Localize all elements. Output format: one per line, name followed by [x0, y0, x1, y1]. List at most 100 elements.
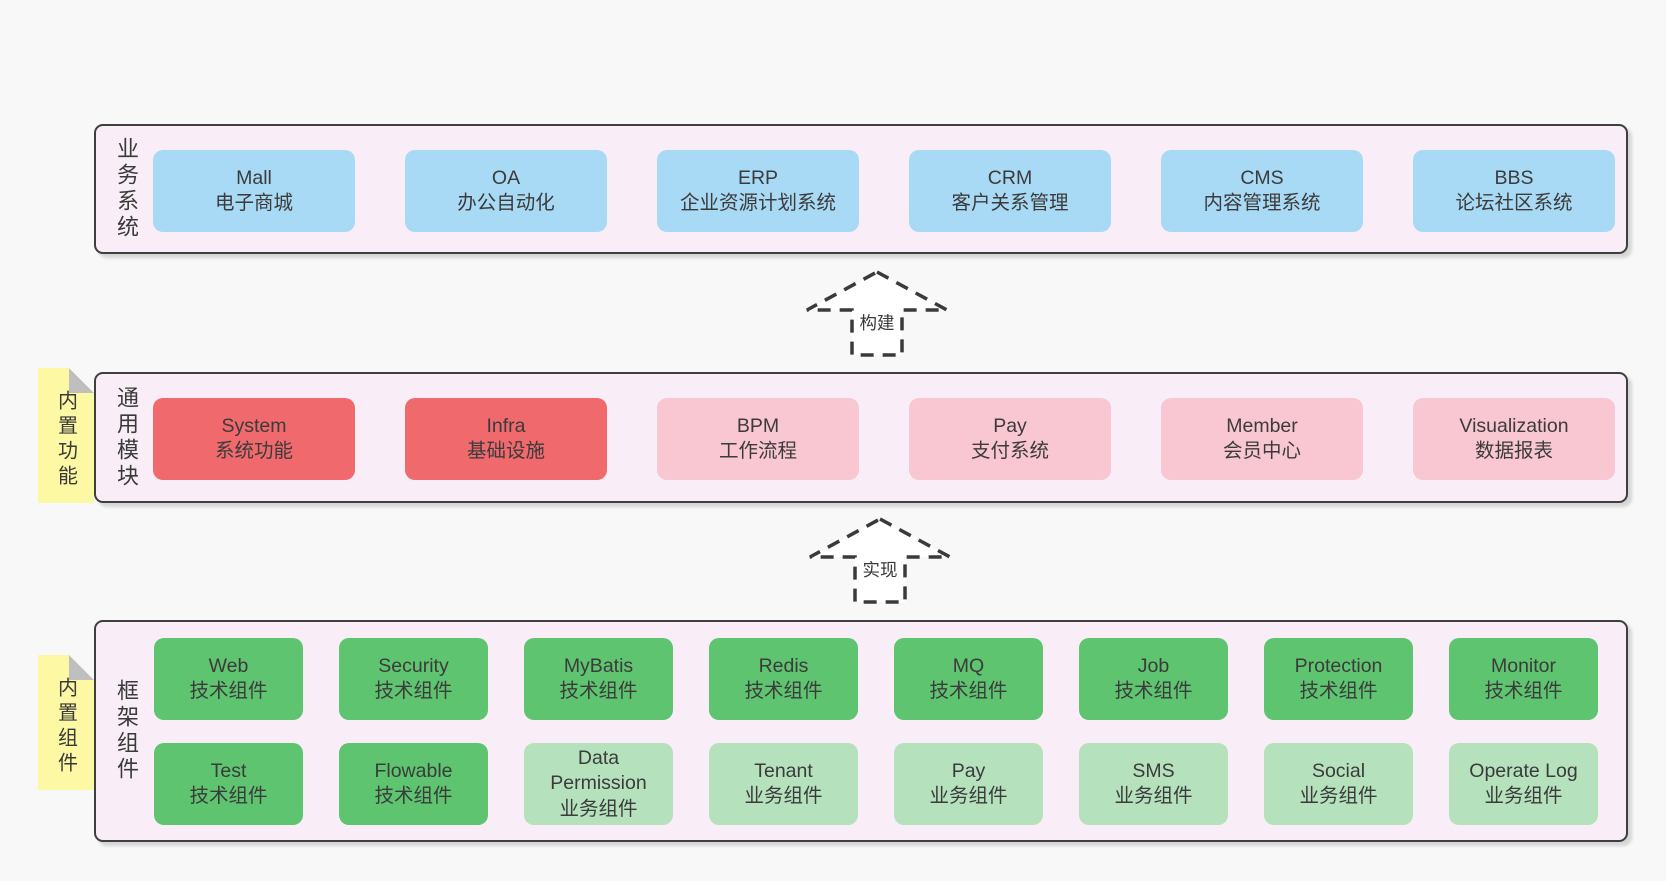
box-subtitle: 技术组件 [1484, 680, 1563, 702]
sticky-note-label: 内置组件 [54, 677, 77, 777]
box-subtitle: 技术组件 [929, 680, 1008, 702]
box-web: Web 技术组件 [154, 638, 303, 720]
box-title: MyBatis [563, 654, 634, 677]
box-title: Job [1137, 654, 1170, 677]
box-crm: CRM 客户关系管理 [909, 150, 1111, 232]
box-subtitle: 技术组件 [189, 680, 268, 702]
box-title: BBS [1494, 166, 1534, 189]
box-flowable: Flowable 技术组件 [339, 743, 488, 825]
box-title: ERP [737, 166, 779, 189]
layer-label-components: 框架组件 [114, 679, 139, 783]
box-protection: Protection 技术组件 [1264, 638, 1413, 720]
box-redis: Redis 技术组件 [709, 638, 858, 720]
box-test: Test 技术组件 [154, 743, 303, 825]
box-subtitle: 技术组件 [559, 680, 638, 702]
box-title: Data Permission [550, 746, 647, 795]
box-title: CMS [1240, 166, 1284, 189]
box-title: Security [378, 654, 449, 677]
arrow-build-label: 构建 [856, 310, 898, 335]
box-infra: Infra 基础设施 [405, 398, 607, 480]
box-cms: CMS 内容管理系统 [1161, 150, 1363, 232]
box-title: CRM [987, 166, 1033, 189]
box-tenant: Tenant 业务组件 [709, 743, 858, 825]
box-system: System 系统功能 [153, 398, 355, 480]
box-title: Tenant [754, 759, 813, 782]
box-title: Member [1226, 414, 1298, 437]
tech-components-row: Web 技术组件 Security 技术组件 MyBatis 技术组件 Redi… [154, 638, 1598, 720]
box-monitor: Monitor 技术组件 [1449, 638, 1598, 720]
box-title: Operate Log [1469, 759, 1578, 782]
box-title: Pay [951, 759, 986, 782]
box-title: SMS [1132, 759, 1175, 782]
box-subtitle: 业务组件 [1299, 785, 1378, 807]
box-subtitle: 业务组件 [1484, 785, 1563, 807]
box-subtitle: 技术组件 [374, 785, 453, 807]
box-subtitle: 内容管理系统 [1203, 192, 1321, 214]
box-bbs: BBS 论坛社区系统 [1413, 150, 1615, 232]
box-subtitle: 企业资源计划系统 [679, 192, 836, 214]
box-title: Visualization [1459, 414, 1569, 437]
box-title: Monitor [1490, 654, 1557, 677]
biz-components-row: Test 技术组件 Flowable 技术组件 Data Permission … [154, 743, 1598, 825]
layer-framework-components: 框架组件 Web 技术组件 Security 技术组件 MyBatis 技术组件… [94, 620, 1628, 842]
layer-label-modules: 通用模块 [114, 385, 139, 490]
box-subtitle: 支付系统 [970, 440, 1049, 462]
box-oa: OA 办公自动化 [405, 150, 607, 232]
box-title: Infra [486, 414, 526, 437]
box-member: Member 会员中心 [1161, 398, 1363, 480]
box-data-permission: Data Permission 业务组件 [524, 743, 673, 825]
box-subtitle: 技术组件 [1299, 680, 1378, 702]
box-mq: MQ 技术组件 [894, 638, 1043, 720]
box-title: Web [208, 654, 249, 677]
box-subtitle: 技术组件 [189, 785, 268, 807]
box-title: Mall [236, 166, 272, 189]
layer-label-business: 业务系统 [114, 137, 139, 241]
box-job: Job 技术组件 [1079, 638, 1228, 720]
arrow-build: 构建 [802, 267, 952, 359]
box-subtitle: 技术组件 [374, 680, 453, 702]
box-title: Test [210, 759, 247, 782]
box-sms: SMS 业务组件 [1079, 743, 1228, 825]
box-social: Social 业务组件 [1264, 743, 1413, 825]
box-subtitle: 会员中心 [1222, 440, 1301, 462]
box-title: Pay [993, 414, 1027, 437]
box-subtitle: 数据报表 [1474, 440, 1553, 462]
box-subtitle: 业务组件 [929, 785, 1008, 807]
box-erp: ERP 企业资源计划系统 [657, 150, 859, 232]
box-title: System [221, 414, 287, 437]
box-security: Security 技术组件 [339, 638, 488, 720]
box-pay: Pay 业务组件 [894, 743, 1043, 825]
box-subtitle: 工作流程 [718, 440, 797, 462]
layer-business-systems: 业务系统 Mall 电子商城 OA 办公自动化 ERP 企业资源计划系统 CRM… [94, 124, 1628, 254]
box-title: Protection [1294, 654, 1383, 677]
box-mall: Mall 电子商城 [153, 150, 355, 232]
arrow-implement: 实现 [805, 514, 955, 606]
box-operate-log: Operate Log 业务组件 [1449, 743, 1598, 825]
modules-box-row: System 系统功能 Infra 基础设施 BPM 工作流程 Pay 支付系统… [153, 398, 1615, 480]
box-title: Flowable [374, 759, 453, 782]
box-title: Redis [758, 654, 809, 677]
box-subtitle: 论坛社区系统 [1455, 192, 1573, 214]
box-subtitle: 系统功能 [214, 440, 293, 462]
box-title: OA [491, 166, 521, 189]
box-subtitle: 技术组件 [744, 680, 823, 702]
box-subtitle: 业务组件 [1114, 785, 1193, 807]
box-subtitle: 技术组件 [1114, 680, 1193, 702]
box-title: BPM [736, 414, 780, 437]
box-title: Social [1311, 759, 1366, 782]
box-title: MQ [952, 654, 985, 677]
layer-common-modules: 通用模块 System 系统功能 Infra 基础设施 BPM 工作流程 Pay… [94, 372, 1628, 503]
sticky-note-label: 内置功能 [54, 390, 77, 490]
box-mybatis: MyBatis 技术组件 [524, 638, 673, 720]
box-subtitle: 办公自动化 [457, 192, 555, 214]
box-subtitle: 客户关系管理 [951, 192, 1069, 214]
box-subtitle: 基础设施 [466, 440, 545, 462]
box-subtitle: 业务组件 [559, 797, 638, 820]
box-visualization: Visualization 数据报表 [1413, 398, 1615, 480]
box-bpm: BPM 工作流程 [657, 398, 859, 480]
box-subtitle: 电子商城 [214, 192, 293, 214]
arrow-implement-label: 实现 [859, 557, 901, 582]
business-box-row: Mall 电子商城 OA 办公自动化 ERP 企业资源计划系统 CRM 客户关系… [153, 150, 1615, 232]
sticky-note-built-in-features: 内置功能 [38, 368, 94, 503]
